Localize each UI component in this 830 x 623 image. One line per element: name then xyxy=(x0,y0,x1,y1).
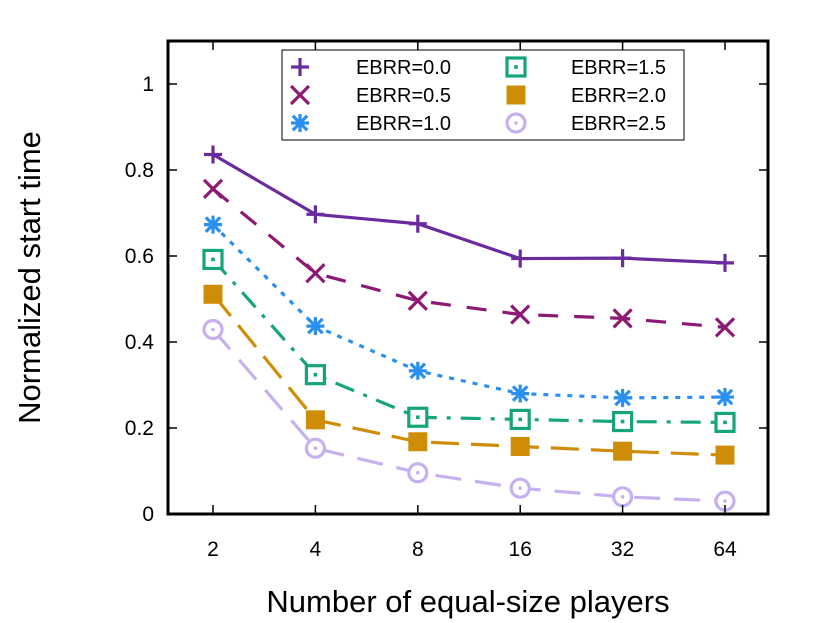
legend-label: EBRR=0.0 xyxy=(356,57,451,79)
data-point xyxy=(408,214,427,233)
legend-box xyxy=(281,49,685,141)
y-tick-label: 0.8 xyxy=(125,159,154,182)
x-tick-label: 2 xyxy=(207,538,219,561)
data-point xyxy=(612,308,633,329)
data-point xyxy=(715,445,735,465)
legend-label: EBRR=2.0 xyxy=(571,85,666,107)
series-line xyxy=(211,187,726,329)
data-point xyxy=(305,263,326,284)
series-layer xyxy=(202,145,736,512)
data-point xyxy=(613,249,632,268)
legend-label: EBRR=2.5 xyxy=(571,113,666,135)
data-point xyxy=(304,364,326,386)
data-point xyxy=(505,56,527,78)
data-point xyxy=(505,112,527,134)
x-tick-label: 4 xyxy=(310,538,322,561)
y-tick-label: 0.6 xyxy=(125,245,154,268)
series-line xyxy=(212,153,726,265)
series-line xyxy=(211,258,726,425)
data-point xyxy=(291,58,309,76)
data-point xyxy=(289,84,311,106)
x-axis-title: Number of equal-size players xyxy=(266,584,669,619)
y-tick-label: 1 xyxy=(142,73,154,96)
x-tick-label: 16 xyxy=(509,538,532,561)
data-point xyxy=(611,486,634,508)
series-group xyxy=(202,318,736,512)
series-line xyxy=(211,223,726,400)
data-point xyxy=(506,85,526,105)
y-tick-label: 0.4 xyxy=(125,331,155,354)
series-group xyxy=(202,248,736,434)
data-point xyxy=(304,437,326,459)
y-tick-label: 0.2 xyxy=(125,417,154,440)
y-tick-label: 0 xyxy=(142,503,154,526)
x-tick-label: 64 xyxy=(713,538,737,561)
data-point xyxy=(408,361,427,380)
data-point xyxy=(611,410,634,433)
data-point xyxy=(306,205,325,224)
data-point xyxy=(510,304,531,325)
plot-frame xyxy=(166,39,770,516)
data-point xyxy=(511,384,530,403)
series-group xyxy=(202,178,736,338)
series-group xyxy=(203,284,735,465)
series-group xyxy=(204,145,734,272)
data-point xyxy=(204,145,222,164)
tick-layer: 0 0.2 0.4 0.6 0.8 1 2 4 8 16 32 64 xyxy=(125,41,768,561)
data-point xyxy=(511,249,530,268)
data-point xyxy=(202,318,224,341)
data-point xyxy=(407,462,429,484)
data-point xyxy=(407,290,428,311)
data-point xyxy=(714,411,736,434)
data-point xyxy=(716,253,734,272)
data-point xyxy=(204,215,222,234)
legend-label: EBRR=0.5 xyxy=(356,85,451,107)
data-point xyxy=(714,317,736,338)
data-point xyxy=(408,432,428,452)
x-tick-label: 8 xyxy=(412,538,424,561)
series-line xyxy=(211,328,726,503)
data-point xyxy=(509,408,531,430)
data-point xyxy=(203,284,223,304)
data-point xyxy=(613,441,633,461)
data-point xyxy=(202,178,224,200)
data-point xyxy=(509,477,531,499)
legend-label: EBRR=1.0 xyxy=(356,113,451,135)
data-point xyxy=(613,388,632,407)
data-point xyxy=(291,114,309,132)
series-line xyxy=(211,293,726,457)
data-point xyxy=(716,388,734,407)
y-axis-title: Normalized start time xyxy=(12,131,47,424)
data-point xyxy=(306,317,325,336)
data-point xyxy=(202,248,224,271)
data-point xyxy=(305,410,325,430)
x-tick-label: 32 xyxy=(611,538,634,561)
series-group xyxy=(204,215,734,407)
legend-label: EBRR=1.5 xyxy=(571,57,666,79)
data-point xyxy=(407,406,429,428)
data-point xyxy=(510,436,530,456)
